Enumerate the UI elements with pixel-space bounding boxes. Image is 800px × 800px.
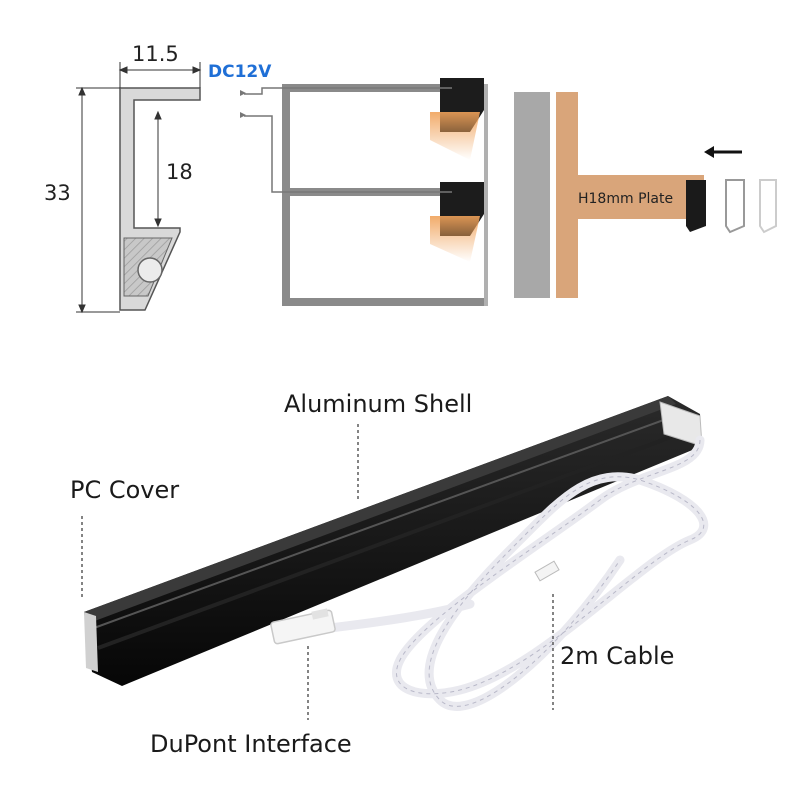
inner-dimension-label: 18 [166, 160, 193, 184]
dupont-interface-label: DuPont Interface [150, 730, 352, 758]
pc-cover-label: PC Cover [70, 476, 180, 504]
voltage-label: DC12V [208, 62, 272, 82]
aluminum-shell-label: Aluminum Shell [284, 390, 473, 418]
cable-length-label: 2m Cable [560, 642, 675, 670]
cabinet-diagram [240, 78, 488, 306]
panel-illustration [514, 92, 777, 298]
height-dimension-label: 33 [44, 181, 71, 205]
callout-leaders [81, 424, 554, 720]
width-dimension-label: 11.5 [132, 42, 179, 66]
plate-label: H18mm Plate [578, 191, 674, 207]
product-photo [84, 396, 709, 711]
profile-cross-section [119, 87, 201, 311]
dimension-lines [76, 62, 202, 314]
